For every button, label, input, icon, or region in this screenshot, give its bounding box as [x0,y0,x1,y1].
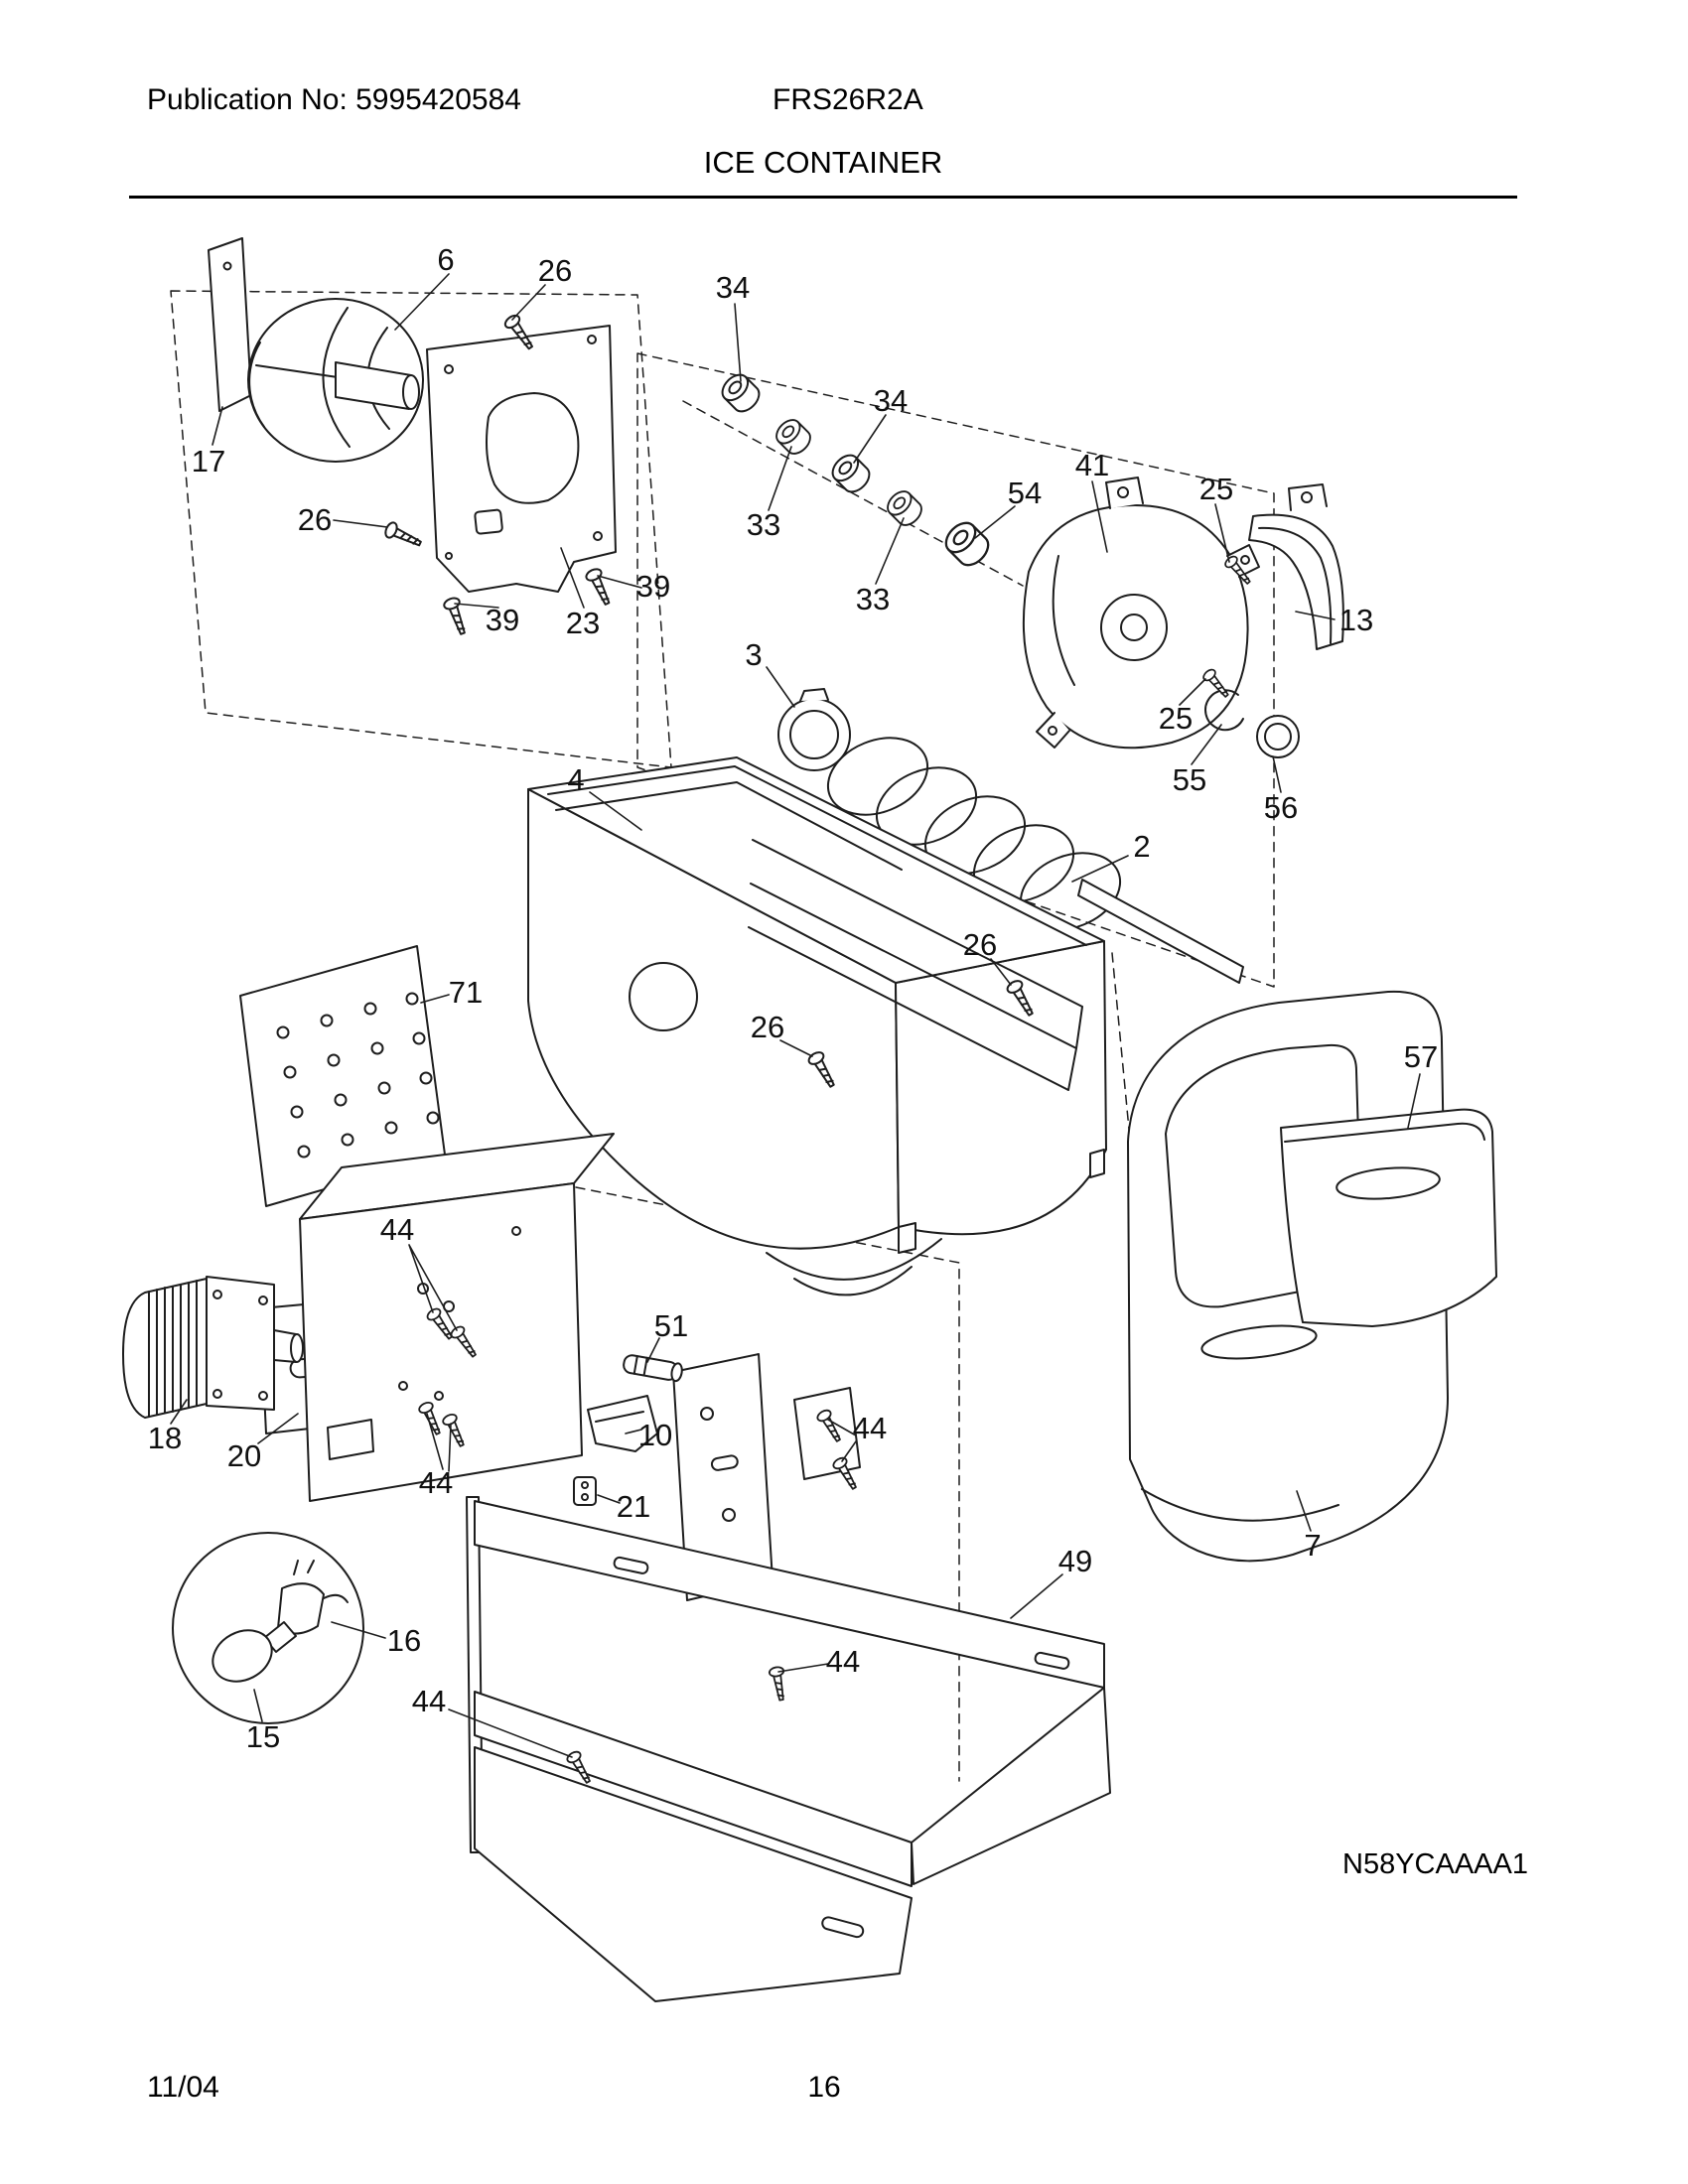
footer-date: 11/04 [147,2071,219,2104]
callout-18-27: 18 [147,1421,183,1455]
part-10-door-flap [587,1395,658,1452]
callout-23-11: 23 [565,606,601,640]
part-2-auger [826,737,1244,984]
callout-49-36: 49 [1057,1544,1093,1578]
callout-21-32: 21 [616,1489,651,1524]
part-18-motor [122,1276,304,1419]
callout-4-16: 4 [567,762,585,797]
part-41-auger-motor-housing [1022,477,1260,750]
callout-56-20: 56 [1263,790,1299,825]
callout-51-26: 51 [653,1308,689,1343]
callout-13-7: 13 [1338,603,1374,637]
callout-57-24: 57 [1403,1039,1439,1074]
title-rule [129,196,1517,199]
callout-44-30: 44 [852,1411,888,1445]
callout-44-31: 44 [418,1465,454,1500]
callout-34-3: 34 [873,383,909,418]
part-55-56-rings [1204,689,1300,758]
callout-44-37: 44 [825,1644,861,1679]
callout-15-34: 15 [245,1719,281,1754]
part-6-ice-wheel [247,298,424,463]
callout-33-13: 33 [746,507,781,542]
footer-page: 16 [807,2071,841,2104]
callout-55-19: 55 [1172,762,1207,797]
callout-26-9: 26 [297,502,333,537]
callout-41-5: 41 [1074,448,1110,482]
page-title: ICE CONTAINER [703,145,943,180]
callout-20-28: 20 [226,1438,262,1473]
callout-7-38: 7 [1304,1528,1322,1563]
publication-number: Publication No: 5995420584 [147,83,521,116]
callout-39-10: 39 [485,603,520,637]
callout-39-12: 39 [635,569,671,604]
callout-44-35: 44 [411,1684,447,1718]
callout-17-8: 17 [191,444,226,478]
callout-44-25: 44 [379,1212,415,1247]
crusher-housing [299,1133,615,1502]
callout-33-14: 33 [855,582,891,616]
part-21-block [573,1476,597,1506]
part-49-rail-frame [466,1496,1111,2002]
part-4-ice-container [527,756,1107,1297]
callout-3-15: 3 [745,637,763,672]
diagram-code: N58YCAAAA1 [1342,1848,1528,1880]
part-51-solenoid [623,1354,683,1383]
callout-16-33: 16 [386,1623,422,1658]
callout-34-2: 34 [715,270,751,305]
callout-10-29: 10 [637,1418,673,1452]
callout-6-0: 6 [437,242,455,277]
rear-bracket-panel [672,1353,861,1601]
bulb-detail [172,1532,364,1724]
callout-2-17: 2 [1133,829,1151,864]
callout-26-1: 26 [537,253,573,288]
part-3-ring [777,688,851,771]
part-23-bracket-plate [426,325,617,593]
part-57-dispenser-cover [1280,1108,1497,1327]
callout-26-23: 26 [962,927,998,962]
callout-25-18: 25 [1158,701,1194,736]
callout-54-4: 54 [1007,476,1043,510]
callout-26-22: 26 [750,1010,785,1044]
callout-71-21: 71 [448,975,484,1010]
model-number: FRS26R2A [773,83,923,116]
callout-25-6: 25 [1198,472,1234,506]
leader-lines [170,273,1421,1758]
